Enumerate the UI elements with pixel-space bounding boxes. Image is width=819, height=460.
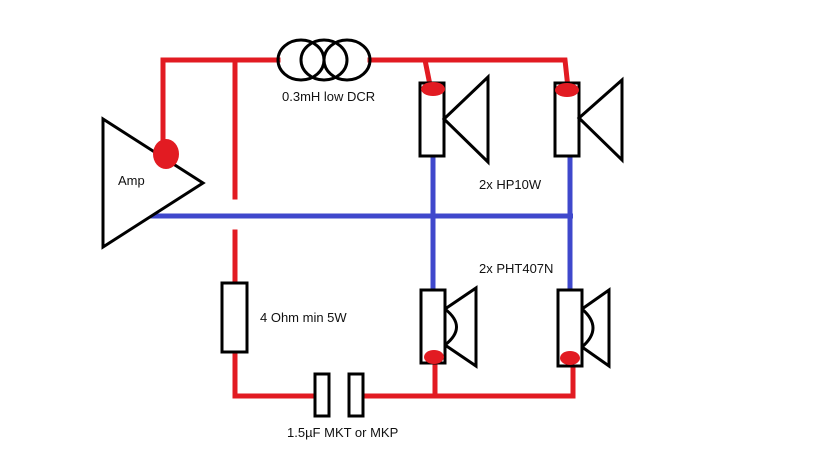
capacitor-plate-1 <box>313 372 331 418</box>
resistor-to-capacitor-wire <box>232 349 319 399</box>
capacitor-label: 1.5µF MKT or MKP <box>287 425 398 440</box>
positive-wiring <box>160 57 576 399</box>
inductor-loop-3 <box>322 38 372 82</box>
amp-positive-terminal <box>153 139 179 169</box>
inductor-label: 0.3mH low DCR <box>282 89 375 104</box>
amp-to-inductor-wire <box>160 57 281 153</box>
tweeter-2-cone <box>576 76 624 164</box>
woofer-2-positive-terminal <box>560 351 580 365</box>
tweeter-2-positive-terminal <box>555 83 579 97</box>
amp-label: Amp <box>118 173 145 188</box>
tweeter-1-positive-terminal <box>421 82 445 96</box>
tweeter-link-wire <box>422 57 571 91</box>
capacitor-plate-2 <box>347 372 365 418</box>
woofer-1-positive-terminal <box>424 350 444 364</box>
inductor-symbol <box>276 38 372 82</box>
resistor-label: 4 Ohm min 5W <box>260 310 347 325</box>
amp-symbol <box>101 116 206 250</box>
woofer-1-dome <box>444 307 458 347</box>
negative-wiring <box>148 156 573 292</box>
tweeter-1-cone <box>441 73 490 166</box>
woofer-1-cone <box>444 285 478 369</box>
tweeters-label: 2x HP10W <box>479 177 542 192</box>
woofers-label: 2x PHT407N <box>479 261 553 276</box>
resistor-symbol <box>220 281 249 354</box>
woofer-2-dome <box>580 307 595 349</box>
woofer-2-cone <box>581 287 611 369</box>
inductor-to-tweeter-wire <box>367 57 433 88</box>
woofer-link-wire <box>432 357 576 399</box>
inductor-loop-2 <box>299 38 349 82</box>
capacitor-symbol <box>313 372 365 418</box>
